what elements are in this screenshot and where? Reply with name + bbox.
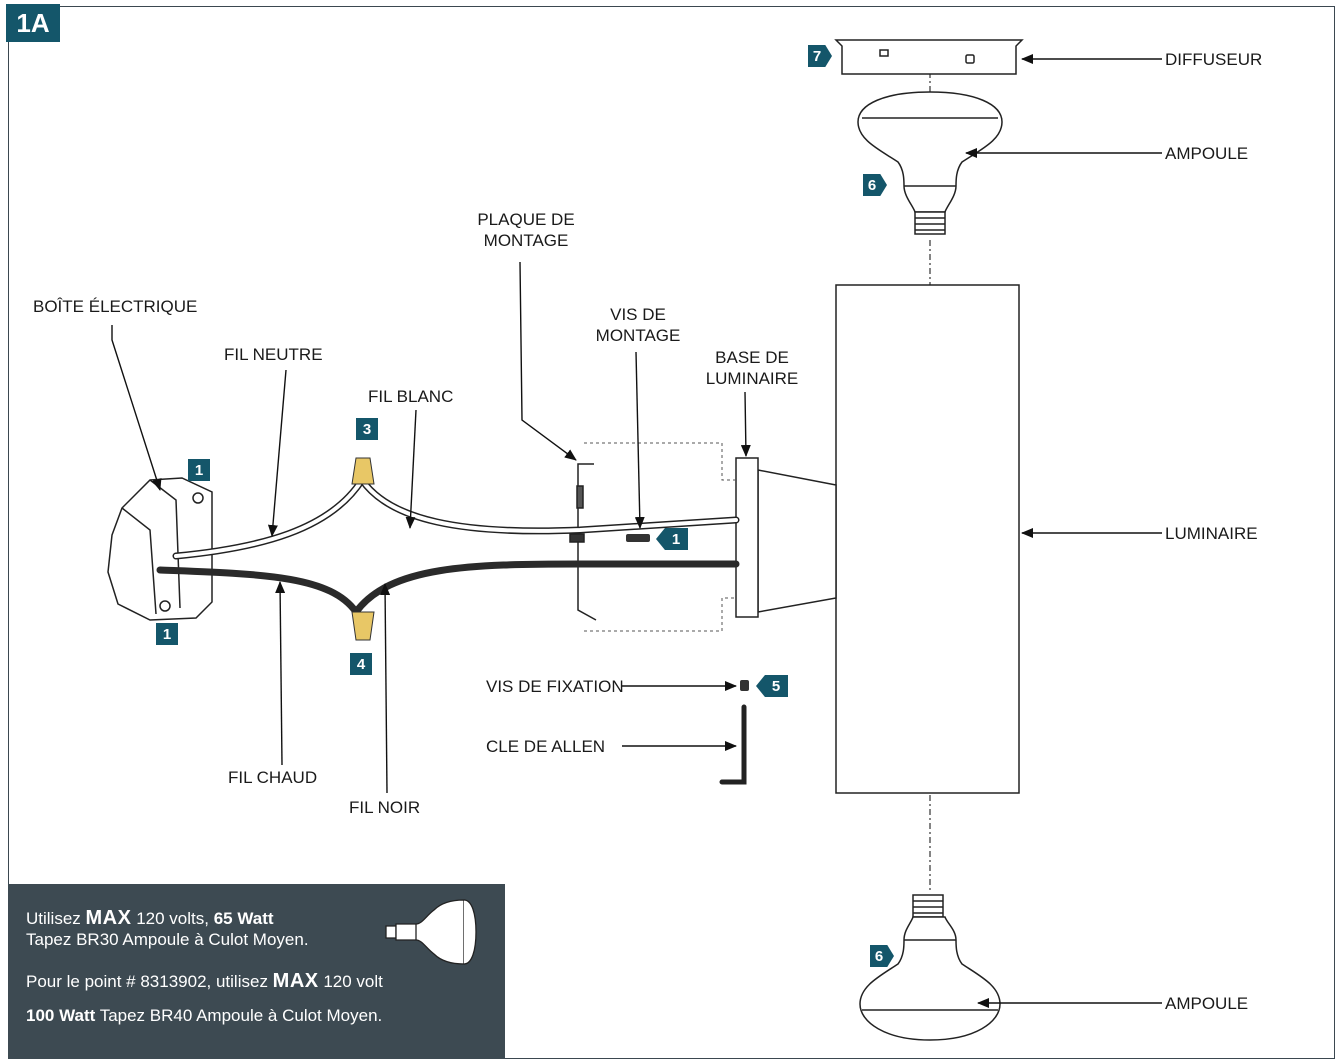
- step-tag-6-top: 6: [863, 174, 887, 196]
- label-luminaire: LUMINAIRE: [1165, 524, 1258, 543]
- wire-nut-4: [351, 611, 375, 641]
- bulb-icon: [385, 899, 477, 965]
- step-tag-7: 7: [808, 45, 832, 67]
- wire-nut-3: [351, 457, 375, 485]
- label-fil-blanc: FIL BLANC: [368, 387, 454, 406]
- label-fil-neutre: FIL NEUTRE: [224, 345, 323, 364]
- step-tag-6-bottom: 6: [870, 945, 894, 967]
- bulb-top-shape: [857, 91, 1003, 235]
- label-vis-fixation: VIS DE FIXATION: [486, 677, 624, 696]
- step-tag-5: 5: [756, 675, 788, 697]
- label-fil-chaud: FIL CHAUD: [228, 768, 318, 787]
- figure-label: 1A: [6, 4, 60, 42]
- note-line-2: Tapez BR30 Ampoule à Culot Moyen.: [26, 930, 309, 949]
- label-diffuseur: DIFFUSEUR: [1165, 50, 1263, 69]
- step-tag-3: 3: [356, 418, 378, 440]
- label-fil-noir: FIL NOIR: [349, 798, 421, 817]
- fixture-base-shape: [735, 457, 837, 618]
- label-boite-electrique: BOÎTE ÉLECTRIQUE: [33, 297, 198, 316]
- bulb-bottom-shape: [859, 894, 1001, 1041]
- diagram-frame: [8, 6, 1335, 1059]
- wires: [156, 476, 740, 616]
- step-tag-1-box-bottom: 1: [156, 623, 178, 645]
- label-ampoule-bottom: AMPOULE: [1165, 994, 1249, 1013]
- step-tag-1-box-top: 1: [188, 459, 210, 481]
- step-tag-4: 4: [350, 653, 372, 675]
- mounting-plate-shape: [569, 463, 597, 621]
- diffuser-shape: [834, 39, 1024, 75]
- mounting-outline: [584, 442, 736, 632]
- label-ampoule-top: AMPOULE: [1165, 144, 1249, 163]
- leader-arrows: [111, 54, 1162, 1008]
- step-tag-1-screw: 1: [656, 528, 688, 550]
- label-cle-allen: CLE DE ALLEN: [486, 737, 606, 756]
- note-line-4: 100 Watt Tapez BR40 Ampoule à Culot Moye…: [26, 1006, 383, 1025]
- note-line-1: Utilisez MAX 120 volts, 65 Watt: [26, 907, 274, 929]
- bulb-note-box: Utilisez MAX 120 volts, 65 Watt Tapez BR…: [8, 884, 505, 1059]
- note-line-3: Pour le point # 8313902, utilisez MAX 12…: [26, 970, 383, 992]
- mounting-screw-shape: [626, 534, 650, 542]
- set-screw-shape: [740, 680, 749, 691]
- allen-key-shape: [719, 704, 747, 785]
- electrical-box-shape: [107, 477, 213, 621]
- luminaire-body: [835, 284, 1020, 794]
